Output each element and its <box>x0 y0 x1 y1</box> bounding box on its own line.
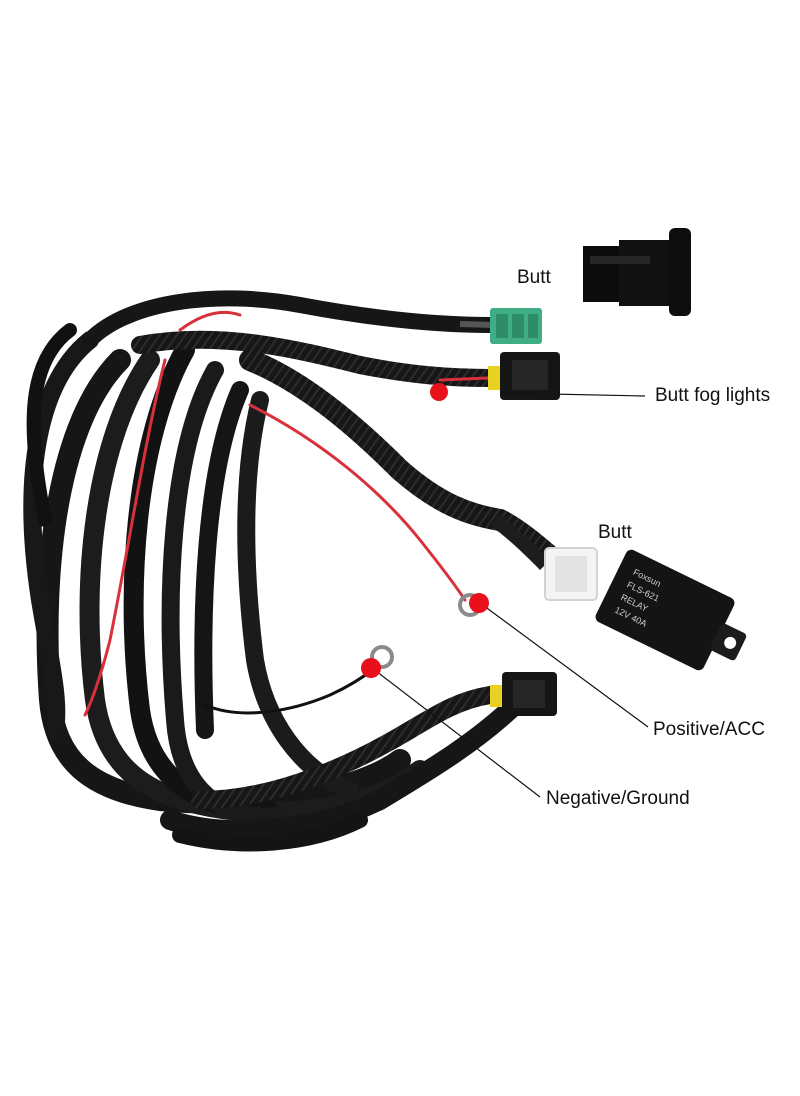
negative-ground-label: Negative/Ground <box>546 788 690 809</box>
fog-light-cable <box>131 330 499 387</box>
positive-acc-label: Positive/ACC <box>653 719 765 740</box>
ground-wire <box>203 664 380 715</box>
fog-light-connector <box>488 352 560 400</box>
relay-label: Butt <box>598 522 632 543</box>
ground-ring-terminal <box>370 645 394 669</box>
switch-cable <box>82 290 498 348</box>
white-relay-socket <box>544 547 598 601</box>
callout-lines <box>371 392 649 798</box>
fog-marker-dot <box>430 383 448 401</box>
lamp-connector <box>490 672 557 716</box>
cable-loop-bundle <box>23 323 530 852</box>
push-button-switch <box>583 228 691 316</box>
positive-marker-dot <box>469 593 489 613</box>
fog-lights-label: Butt fog lights <box>655 385 771 406</box>
switch-label: Butt <box>517 267 551 288</box>
relay: Foxsun FLS-621 RELAY 12V 40A <box>595 549 747 671</box>
negative-marker-dot <box>361 658 381 678</box>
green-connector <box>490 308 542 344</box>
red-wires <box>83 310 490 717</box>
lamp-cable <box>191 686 499 809</box>
